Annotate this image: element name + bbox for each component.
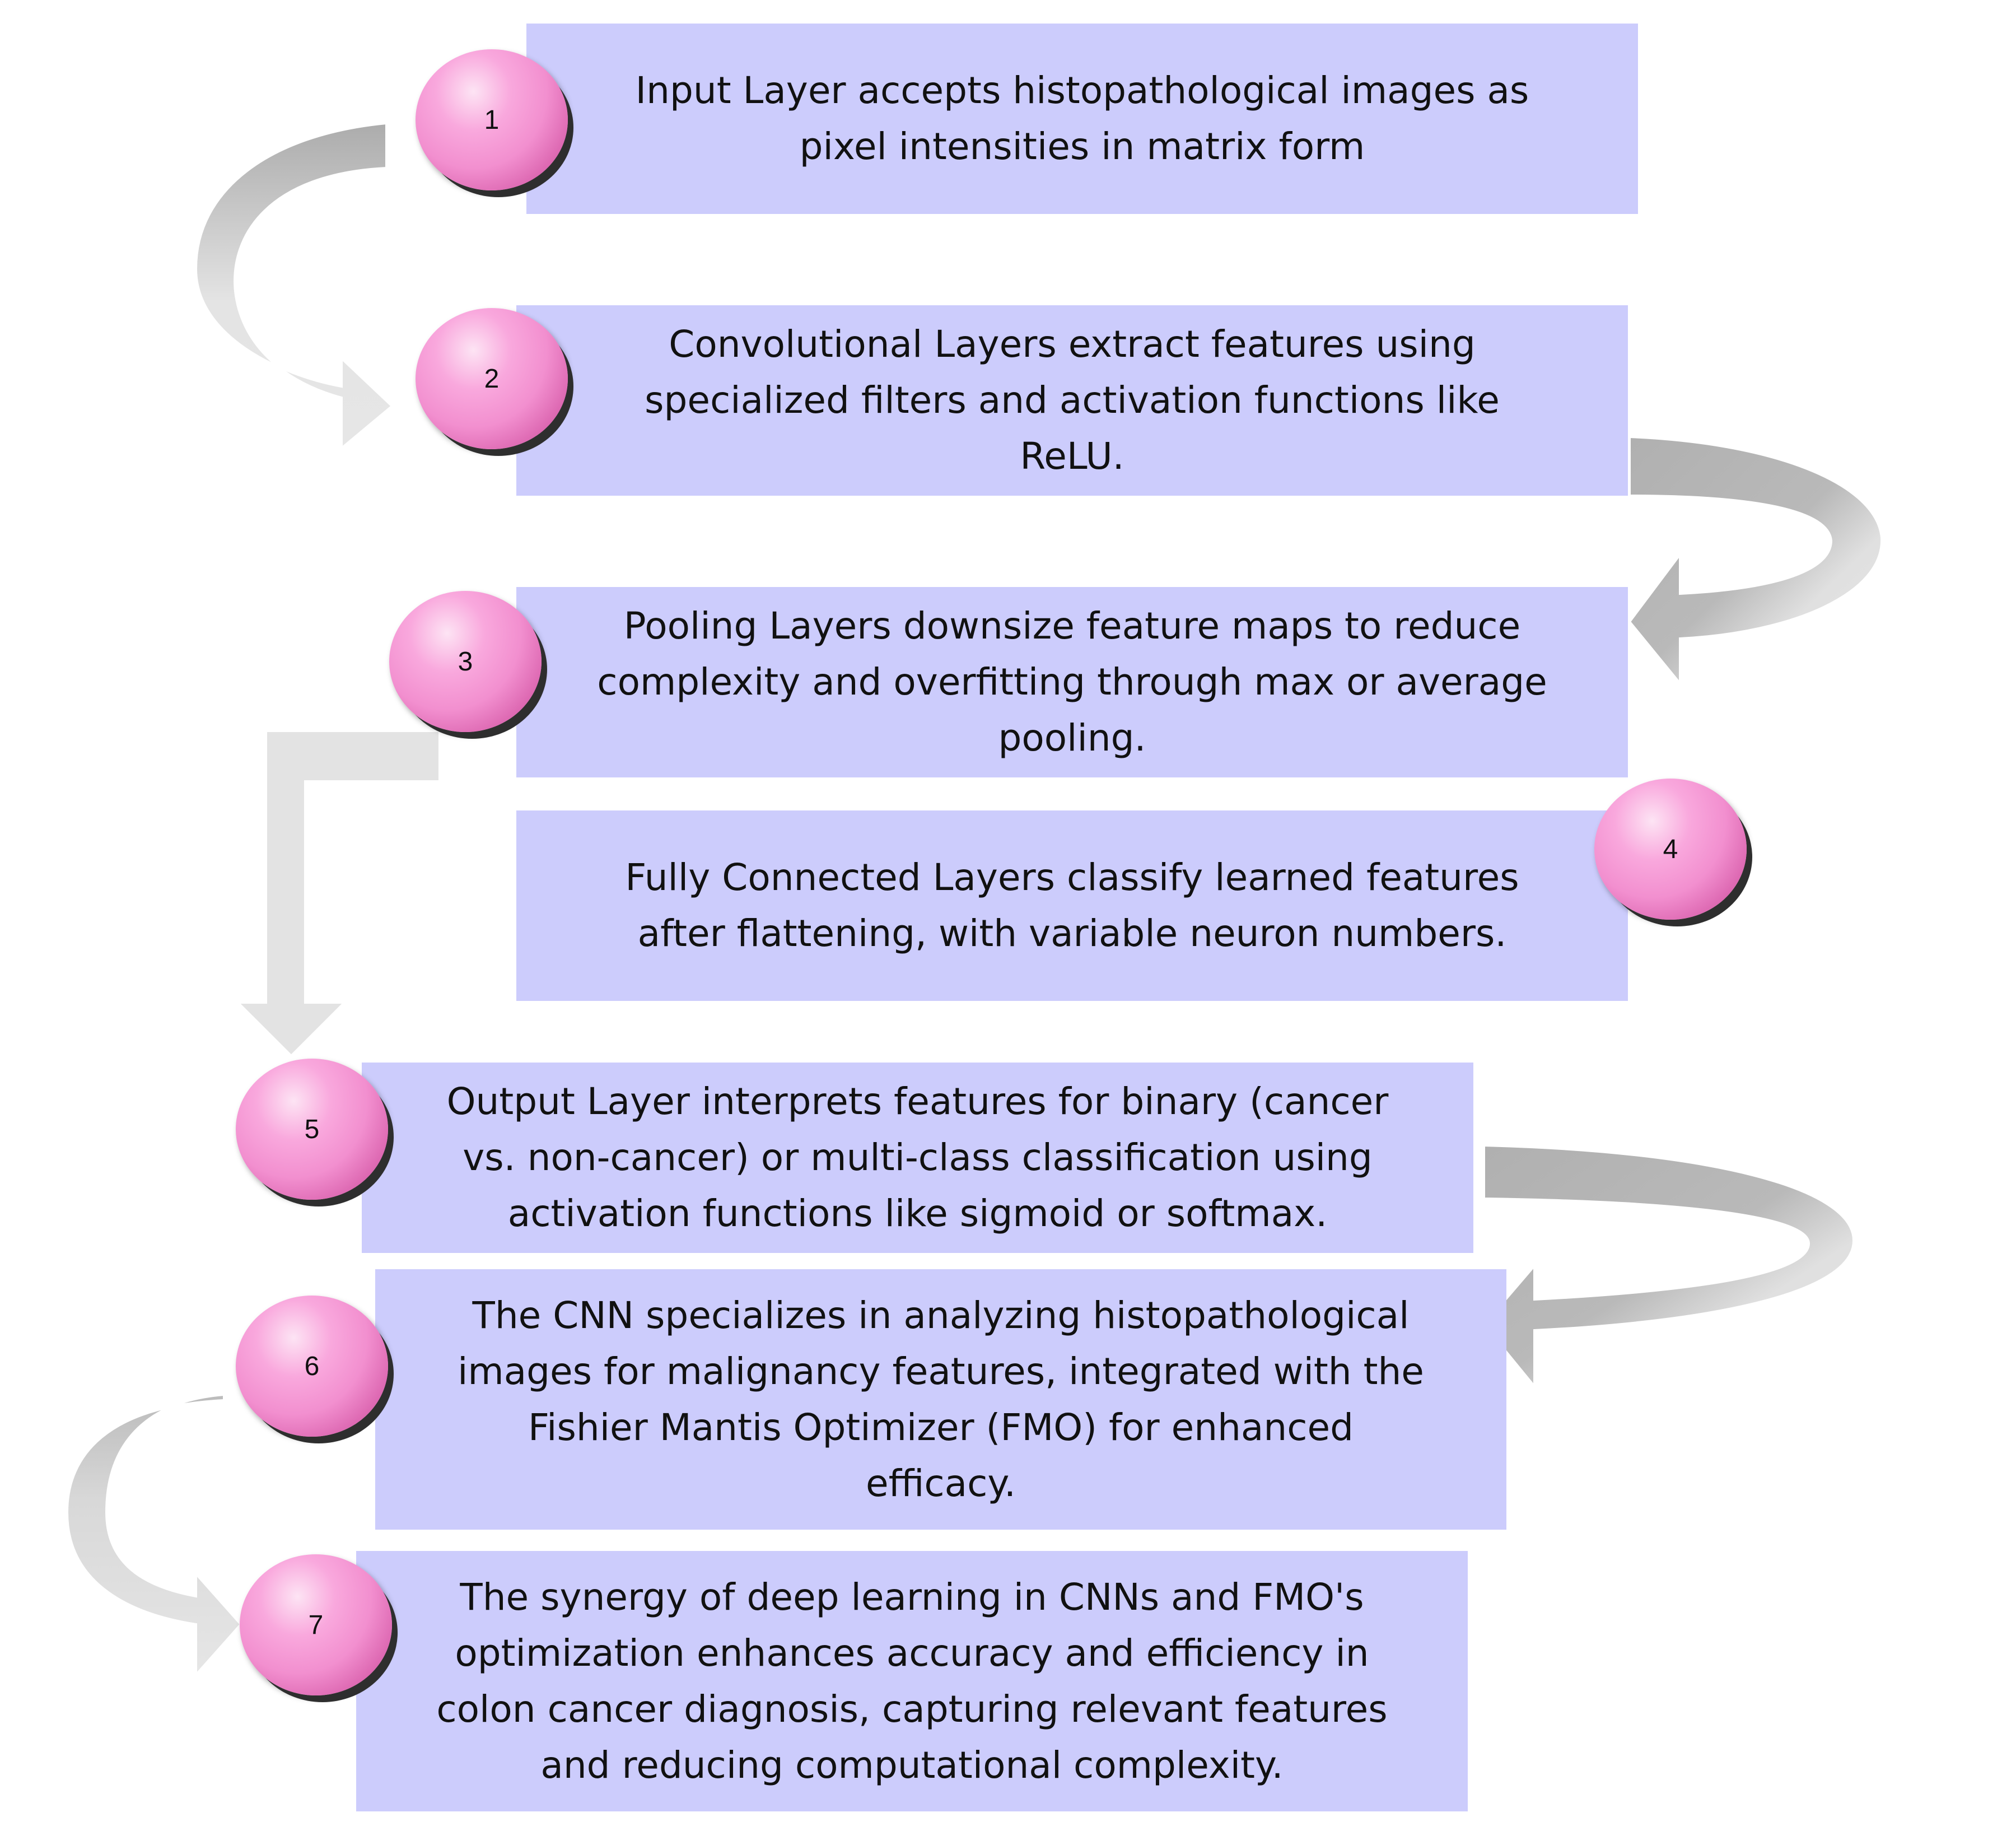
- elbow-arrow-3-to-5: [235, 730, 441, 1057]
- step-5-line: Output Layer interprets features for bin…: [446, 1080, 1389, 1123]
- step-2-line: specialized filters and activation funct…: [645, 379, 1500, 422]
- step-box-7: The synergy of deep learning in CNNs and…: [356, 1551, 1468, 1811]
- step-box-6: The CNN specializes in analyzing histopa…: [375, 1269, 1506, 1530]
- step-5-line: vs. non-cancer) or multi-class classific…: [463, 1136, 1373, 1179]
- step-3-text: Pooling Layers downsize feature maps to …: [584, 598, 1560, 766]
- step-box-5: Output Layer interprets features for bin…: [362, 1063, 1473, 1253]
- step-3-line: pooling.: [998, 716, 1146, 760]
- step-6-line: images for malignancy features, integrat…: [458, 1349, 1424, 1393]
- step-number: 1: [484, 105, 500, 135]
- step-number: 5: [304, 1114, 320, 1144]
- step-box-3: Pooling Layers downsize feature maps to …: [516, 587, 1628, 777]
- step-4-line: Fully Connected Layers classify learned …: [625, 856, 1519, 899]
- step-6-line: The CNN specializes in analyzing histopa…: [472, 1293, 1410, 1337]
- step-box-2: Convolutional Layers extract features us…: [516, 305, 1628, 496]
- step-box-4: Fully Connected Layers classify learned …: [516, 810, 1628, 1001]
- step-5-line: activation functions like sigmoid or sof…: [507, 1192, 1328, 1235]
- step-number: 6: [304, 1351, 320, 1381]
- step-box-1: Input Layer accepts histopathological im…: [526, 24, 1638, 214]
- step-2-line: Convolutional Layers extract features us…: [669, 323, 1476, 366]
- step-4-text: Fully Connected Layers classify learned …: [612, 850, 1532, 962]
- step-number: 3: [458, 646, 473, 677]
- step-1-line: Input Layer accepts histopathological im…: [635, 69, 1529, 112]
- curved-arrow-5-to-6: [1482, 1144, 1855, 1390]
- step-1-line: pixel intensities in matrix form: [799, 125, 1365, 168]
- step-badge-4: 4: [1594, 779, 1747, 920]
- step-number: 2: [484, 364, 500, 394]
- step-3-line: Pooling Layers downsize feature maps to …: [623, 604, 1521, 647]
- step-badge-1: 1: [416, 49, 568, 190]
- curved-arrow-6-to-7: [66, 1355, 242, 1678]
- step-badge-2: 2: [416, 308, 568, 449]
- step-4-line: after flattening, with variable neuron n…: [637, 912, 1507, 955]
- step-2-line: ReLU.: [1020, 435, 1124, 478]
- step-badge-6: 6: [236, 1296, 388, 1437]
- step-7-line: and reducing computational complexity.: [540, 1743, 1284, 1787]
- step-badge-5: 5: [236, 1059, 388, 1200]
- step-7-line: colon cancer diagnosis, capturing releva…: [436, 1687, 1388, 1731]
- step-1-text: Input Layer accepts histopathological im…: [622, 63, 1543, 175]
- step-number: 4: [1663, 834, 1678, 864]
- curved-arrow-2-to-3: [1628, 435, 1883, 687]
- step-6-line: Fishier Mantis Optimizer (FMO) for enhan…: [528, 1405, 1354, 1449]
- step-2-text: Convolutional Layers extract features us…: [631, 316, 1513, 484]
- curved-arrow-1-to-2: [194, 122, 394, 451]
- step-6-text: The CNN specializes in analyzing histopa…: [444, 1288, 1438, 1512]
- step-badge-3: 3: [389, 591, 542, 732]
- step-3-line: complexity and overfitting through max o…: [597, 660, 1547, 703]
- step-7-text: The synergy of deep learning in CNNs and…: [423, 1569, 1401, 1793]
- step-7-line: The synergy of deep learning in CNNs and…: [460, 1575, 1364, 1619]
- step-5-text: Output Layer interprets features for bin…: [433, 1074, 1402, 1242]
- step-number: 7: [308, 1610, 324, 1640]
- step-7-line: optimization enhances accuracy and effic…: [455, 1631, 1369, 1675]
- step-badge-7: 7: [240, 1554, 392, 1695]
- step-6-line: efficacy.: [865, 1461, 1016, 1505]
